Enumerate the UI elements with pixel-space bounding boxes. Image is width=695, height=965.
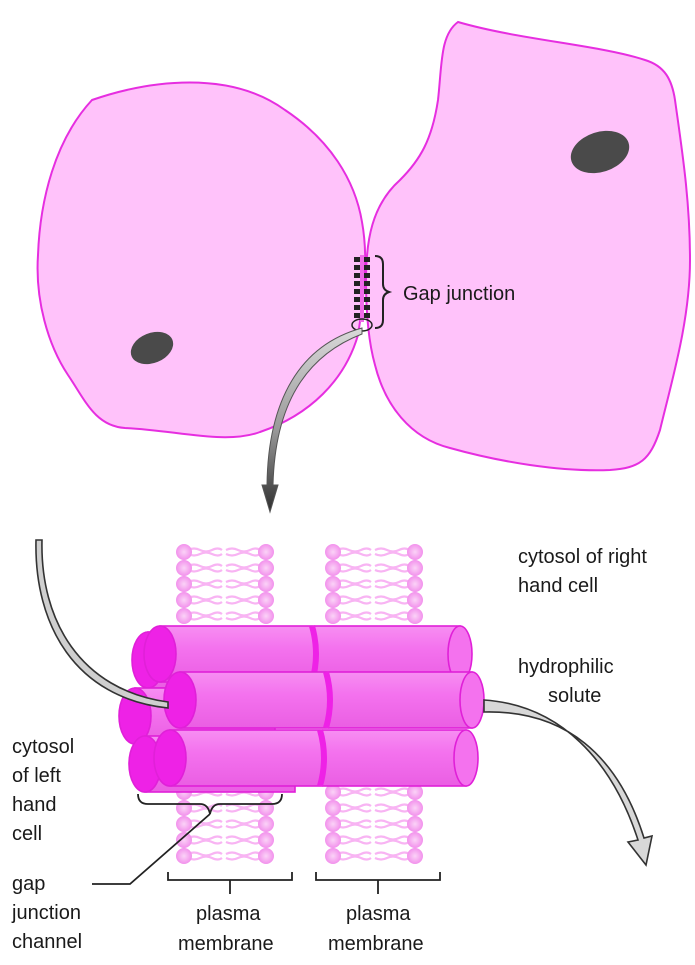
right-membrane-bracket — [316, 872, 440, 894]
left-membrane-bracket — [168, 872, 292, 894]
right-cell — [366, 22, 690, 470]
label-membrane-right-line2: membrane — [328, 933, 424, 955]
label-channel-line1: gap — [12, 873, 45, 895]
label-cytosol-left-line1: cytosol — [12, 736, 74, 758]
channel-leader-line — [92, 814, 210, 884]
label-channel-line3: channel — [12, 931, 82, 953]
label-hydrophilic-line2: solute — [548, 685, 601, 707]
gap-junction-label: Gap junction — [403, 283, 515, 305]
label-hydrophilic-line1: hydrophilic — [518, 656, 614, 678]
label-channel-line2: junction — [11, 902, 81, 924]
left-cell — [38, 83, 366, 438]
label-cytosol-left-line4: cell — [12, 823, 42, 845]
gap-junction-channel — [119, 626, 484, 792]
label-cytosol-left-line2: of left — [12, 765, 61, 787]
label-cytosol-left-line3: hand — [12, 794, 57, 816]
solute-exit-arrow — [484, 700, 652, 865]
label-membrane-left-line2: membrane — [178, 933, 274, 955]
label-membrane-right-line1: plasma — [346, 903, 411, 925]
label-cytosol-right-line1: cytosol of right — [518, 546, 647, 568]
label-cytosol-right-line2: hand cell — [518, 575, 598, 597]
label-membrane-left-line1: plasma — [196, 903, 261, 925]
